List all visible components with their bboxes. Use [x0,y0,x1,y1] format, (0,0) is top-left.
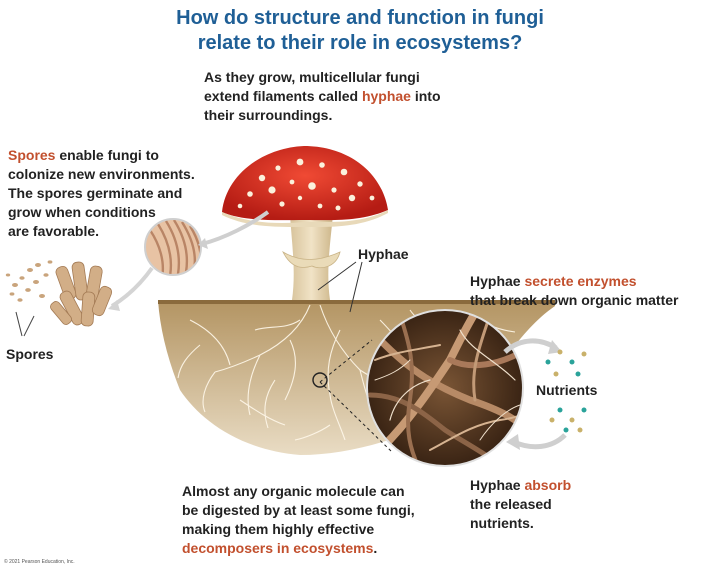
decomposers-line-3: making them highly effective [182,521,375,537]
copyright-notice: © 2021 Pearson Education, Inc. [4,559,75,565]
absorb-line-1-text: Hyphae [470,477,525,493]
spore-cluster [5,260,53,302]
spores-line-3: The spores germinate and [8,185,183,201]
enzymes-caption: Hyphae secrete enzymes that break down o… [470,272,678,310]
decomposers-line-4: decomposers in ecosystems. [182,539,415,558]
mushroom-cap [222,146,388,228]
nutrient-dots [545,349,587,433]
spores-line-5: are favorable. [8,223,100,239]
spores-line-2: colonize new environments. [8,166,195,182]
growth-line-3: their surroundings. [204,107,333,123]
absorb-caption: Hyphae absorb the released nutrients. [470,476,571,533]
decomposers-line-2: be digested by at least some fungi, [182,502,415,518]
spores-label: Spores [6,346,54,362]
page-title: How do structure and function in fungi r… [0,6,720,56]
spores-highlight: Spores [8,147,56,163]
enzymes-line-2: that break down organic matter [470,292,679,308]
spores-pointer-lines [15,311,35,337]
spores-caption: Spores enable fungi to colonize new envi… [8,146,195,241]
hyphae-label: Hyphae [358,246,409,262]
title-line-2: relate to their role in ecosystems? [197,32,523,54]
decomposers-highlight: decomposers in ecosystems [182,540,374,556]
absorb-highlight: absorb [524,477,572,493]
absorb-arrow [506,433,567,450]
absorb-line-2: the released [470,496,552,512]
title-line-1: How do structure and function in fungi [176,7,544,29]
mushroom-stalk [282,215,341,300]
growth-line-1: As they grow, multicellular fungi [204,69,420,85]
growth-line-2-text: extend filaments called [204,88,362,104]
absorb-line-3: nutrients. [470,515,534,531]
gill-magnifier [108,210,270,311]
decomposers-line-1: Almost any organic molecule can [182,483,405,499]
growth-line-2-end: into [410,88,441,104]
enzymes-line-1: Hyphae secrete enzymes [470,272,678,291]
spores-line-4: grow when conditions [8,204,156,220]
growth-caption: As they grow, multicellular fungi extend… [204,68,441,125]
hyphae-highlight: hyphae [361,88,411,104]
decomposers-caption: Almost any organic molecule can be diges… [182,482,415,558]
germinating-spores [50,261,113,327]
spores-line-1: Spores enable fungi to [8,146,195,165]
decomposers-line-4-end: . [373,540,378,556]
hyphae-pointer-lines [317,261,363,313]
nutrients-label: Nutrients [536,382,598,398]
enzymes-line-1-text: Hyphae [470,273,525,289]
growth-line-2: extend filaments called hyphae into [204,87,441,106]
hyphae-zoom-circle [312,309,524,467]
secrete-enzymes-highlight: secrete enzymes [524,273,637,289]
spores-line-1-text: enable fungi to [55,147,159,163]
absorb-line-1: Hyphae absorb [470,476,571,495]
